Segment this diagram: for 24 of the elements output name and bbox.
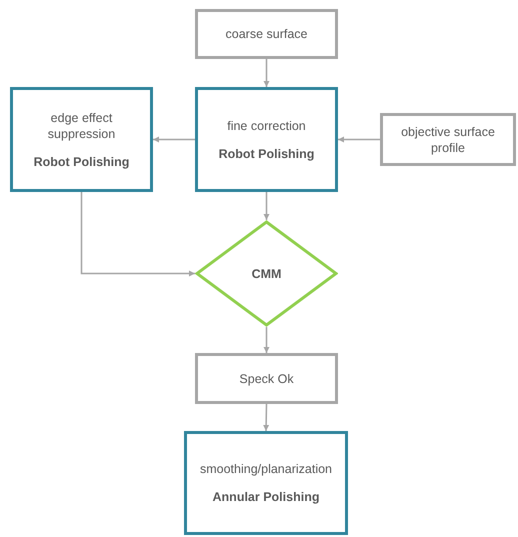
step-label: edge effect suppression [46,110,116,142]
arrow [264,327,270,353]
step-label: smoothing/planarization [200,461,332,477]
process-box [184,431,348,535]
step-label: Speck Ok [239,370,294,386]
step-label: objective surface profile [400,124,496,156]
arrow [80,192,195,276]
arrow [153,136,195,142]
arrow [338,136,380,142]
process-box [380,113,516,166]
step-label: CMM [252,266,282,282]
method-label: Robot Polishing [34,154,130,170]
process-box [195,353,338,404]
method-label: Robot Polishing [218,146,314,162]
decision-diamond [195,220,338,327]
step-label: coarse surface [226,26,308,42]
arrow [264,192,270,220]
arrow [264,59,270,87]
arrow [263,404,270,432]
process-box [195,9,338,59]
process-box [10,87,153,192]
method-label: Annular Polishing [212,489,320,505]
step-label: fine correction [227,118,306,134]
process-box [195,87,338,192]
